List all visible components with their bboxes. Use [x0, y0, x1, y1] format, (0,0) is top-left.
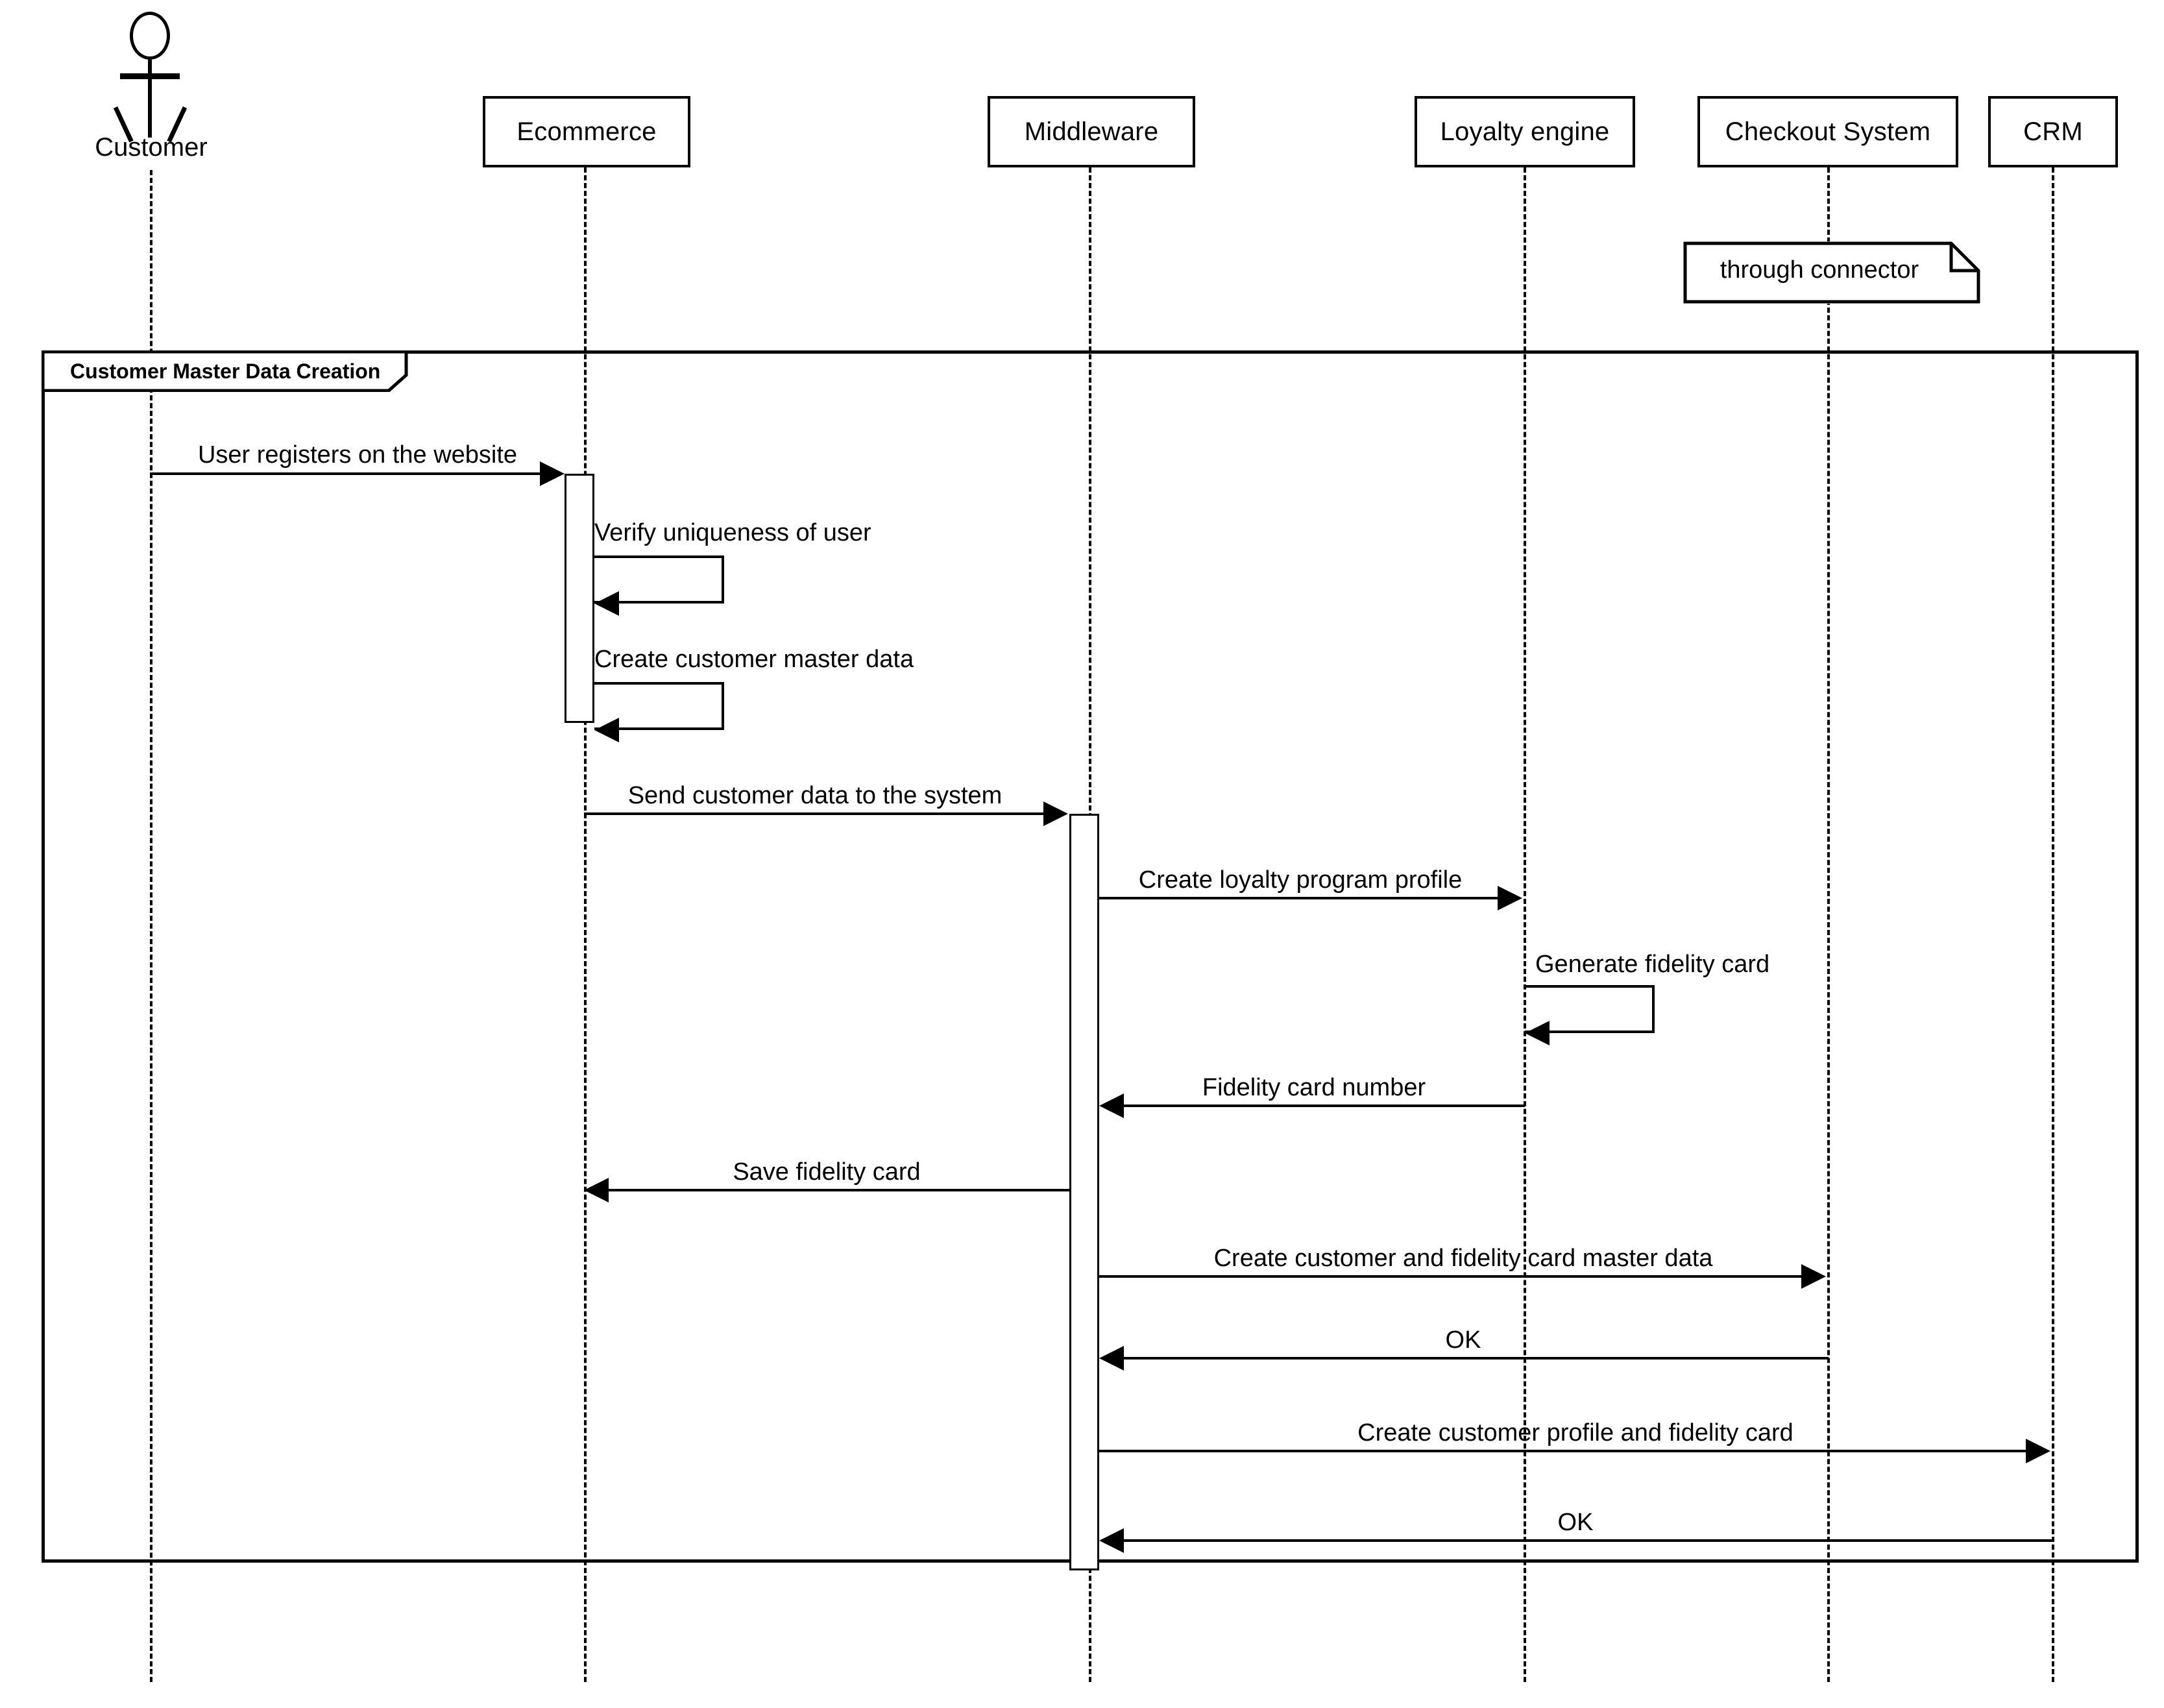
message-label-11: Create customer profile and fidelity car…: [1357, 1419, 1793, 1446]
message-label-8: Save fidelity card: [733, 1158, 921, 1186]
lifeline-crm: [2052, 167, 2054, 1682]
message-line-9: [1099, 1275, 1803, 1278]
message-label-2: Verify uniqueness of user: [594, 519, 871, 546]
participant-box-loyalty-engine[interactable]: Loyalty engine: [1415, 96, 1635, 167]
message-label-12: OK: [1557, 1509, 1594, 1536]
fragment-tab-shape: [41, 350, 432, 393]
message-arrowhead-7: [1099, 1093, 1124, 1118]
message-label-5: Create loyalty program profile: [1138, 866, 1463, 894]
note-shape-icon: [1683, 241, 1980, 304]
message-label-6: Generate fidelity card: [1535, 951, 1770, 978]
lifeline-checkout-system: [1827, 167, 1830, 1682]
message-arrowhead-3: [594, 718, 619, 742]
participant-box-middleware[interactable]: Middleware: [988, 96, 1195, 167]
actor-label-customer: Customer: [95, 133, 208, 162]
message-arrowhead-6: [1525, 1021, 1550, 1045]
message-arrowhead-4: [1043, 801, 1068, 826]
actor-head-icon: [130, 12, 170, 60]
note-text-through-connector: through connector: [1720, 256, 1919, 284]
message-arrowhead-11: [2026, 1439, 2050, 1463]
message-self-loop-6: [1525, 985, 1655, 1033]
message-label-10: OK: [1445, 1326, 1481, 1354]
message-line-11: [1099, 1450, 2027, 1452]
participant-box-checkout-system[interactable]: Checkout System: [1697, 96, 1958, 167]
message-line-5: [1099, 897, 1499, 899]
message-label-3: Create customer master data: [594, 646, 914, 673]
message-line-4: [584, 812, 1045, 815]
participant-box-crm[interactable]: CRM: [1988, 96, 2118, 167]
activation-ecommerce-1: [565, 474, 594, 723]
fragment-tab-icon: [41, 350, 408, 393]
message-arrowhead-5: [1498, 886, 1522, 910]
message-line-7: [1124, 1104, 1525, 1107]
message-line-12: [1124, 1539, 2053, 1542]
message-label-1: User registers on the website: [197, 441, 518, 469]
actor-arms-icon: [120, 73, 180, 79]
message-self-loop-2: [594, 555, 724, 604]
message-self-loop-3: [594, 682, 724, 730]
message-label-4: Send customer data to the system: [627, 782, 1003, 809]
message-arrowhead-9: [1801, 1264, 1826, 1289]
participant-box-ecommerce[interactable]: Ecommerce: [483, 96, 690, 167]
message-arrowhead-12: [1099, 1528, 1124, 1553]
lifeline-loyalty-engine: [1524, 167, 1526, 1682]
message-arrowhead-2: [594, 591, 619, 616]
message-line-8: [609, 1189, 1069, 1191]
message-label-9: Create customer and fidelity card master…: [1213, 1245, 1713, 1272]
message-line-10: [1124, 1357, 1829, 1360]
lifeline-customer: [150, 170, 152, 1682]
actor-body-icon: [148, 60, 152, 138]
message-arrowhead-8: [584, 1178, 609, 1202]
note-through-connector: [1683, 241, 1980, 304]
fragment-label: Customer Master Data Creation: [70, 360, 381, 383]
message-label-7: Fidelity card number: [1202, 1074, 1426, 1101]
message-arrowhead-10: [1099, 1346, 1124, 1371]
message-line-1: [150, 472, 541, 475]
lifeline-ecommerce: [584, 167, 587, 1682]
activation-middleware-1: [1069, 814, 1099, 1570]
message-arrowhead-1: [540, 461, 565, 486]
